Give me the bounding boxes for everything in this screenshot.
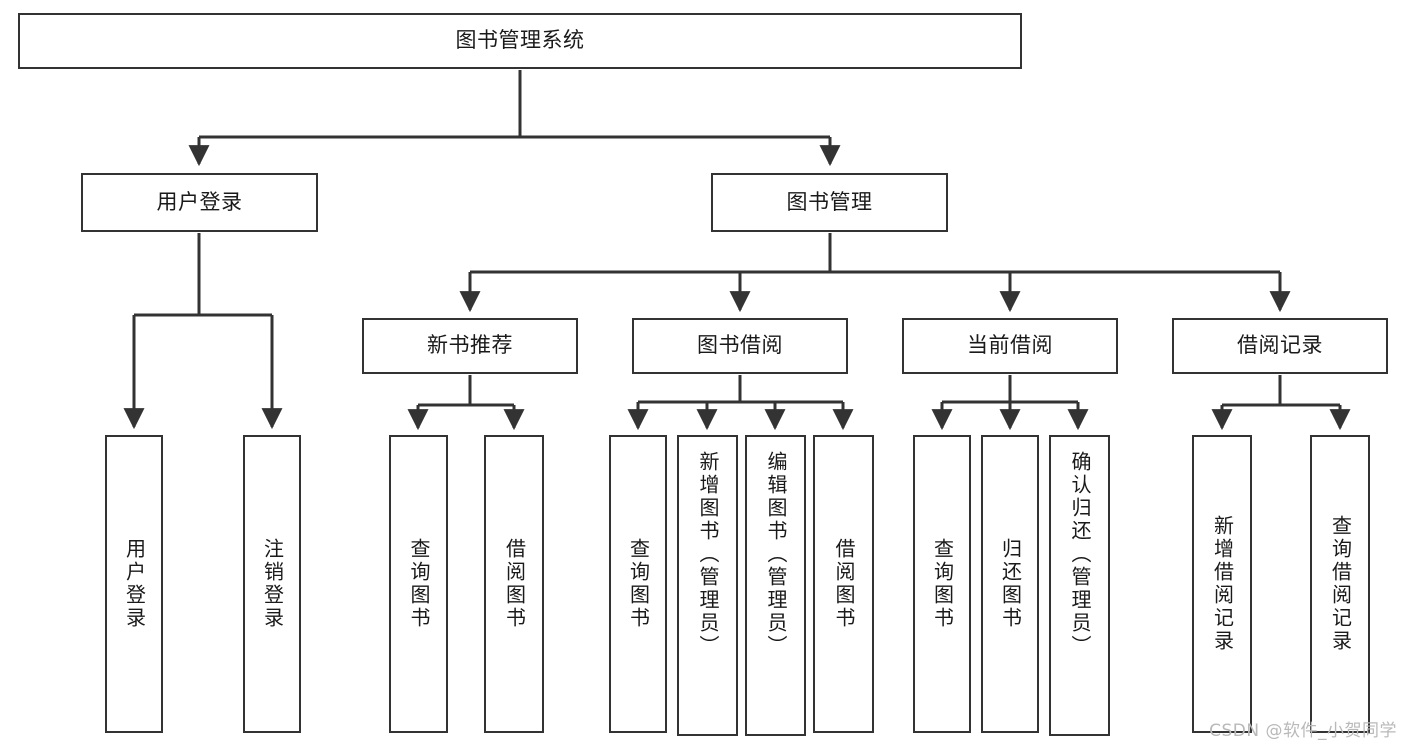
node-user-login-label: 用户登录: [156, 189, 243, 214]
node-leaf-add-book-label: 新增图书（管理员）: [696, 451, 720, 658]
node-borrow-record-label: 借阅记录: [1237, 333, 1323, 358]
node-leaf-borrow-book-1-label: 借阅图书: [502, 538, 527, 630]
node-leaf-confirm-return-label: 确认归还（管理员）: [1068, 451, 1092, 658]
node-book-manage[interactable]: 图书管理: [711, 173, 948, 232]
node-leaf-add-book[interactable]: 新增图书（管理员）: [677, 435, 738, 736]
node-book-manage-label: 图书管理: [786, 189, 873, 214]
node-book-borrow-label: 图书借阅: [697, 333, 783, 358]
node-leaf-query-book-1[interactable]: 查询图书: [389, 435, 448, 733]
node-leaf-edit-book[interactable]: 编辑图书（管理员）: [745, 435, 806, 736]
node-leaf-query-book-3-label: 查询图书: [930, 538, 955, 630]
node-leaf-query-book-3[interactable]: 查询图书: [913, 435, 971, 733]
node-leaf-edit-book-label: 编辑图书（管理员）: [764, 451, 788, 658]
node-new-book-rec-label: 新书推荐: [427, 333, 513, 358]
node-leaf-query-book-1-label: 查询图书: [407, 538, 431, 630]
node-leaf-borrow-book-2[interactable]: 借阅图书: [813, 435, 874, 733]
node-root-label: 图书管理系统: [455, 28, 585, 53]
node-root[interactable]: 图书管理系统: [18, 13, 1022, 69]
node-leaf-logout-label: 注销登录: [260, 538, 285, 630]
node-leaf-return-book-label: 归还图书: [998, 538, 1023, 630]
node-leaf-query-record-label: 查询借阅记录: [1328, 515, 1353, 653]
node-new-book-rec[interactable]: 新书推荐: [362, 318, 578, 374]
node-leaf-borrow-book-2-label: 借阅图书: [832, 538, 856, 630]
node-leaf-add-record-label: 新增借阅记录: [1210, 515, 1235, 653]
node-leaf-return-book[interactable]: 归还图书: [981, 435, 1039, 733]
csdn-watermark: CSDN @软件_小贺同学: [1209, 721, 1397, 741]
node-leaf-user-login-label: 用户登录: [122, 538, 147, 630]
node-leaf-query-book-2[interactable]: 查询图书: [609, 435, 667, 733]
node-leaf-logout[interactable]: 注销登录: [243, 435, 301, 733]
node-book-borrow[interactable]: 图书借阅: [632, 318, 848, 374]
node-user-login[interactable]: 用户登录: [81, 173, 318, 232]
node-leaf-confirm-return[interactable]: 确认归还（管理员）: [1049, 435, 1110, 736]
node-leaf-query-book-2-label: 查询图书: [626, 538, 651, 630]
node-leaf-user-login[interactable]: 用户登录: [105, 435, 163, 733]
node-borrow-record[interactable]: 借阅记录: [1172, 318, 1388, 374]
node-leaf-add-record[interactable]: 新增借阅记录: [1192, 435, 1252, 733]
node-current-borrow[interactable]: 当前借阅: [902, 318, 1118, 374]
node-leaf-borrow-book-1[interactable]: 借阅图书: [484, 435, 544, 733]
node-current-borrow-label: 当前借阅: [967, 333, 1053, 358]
node-leaf-query-record[interactable]: 查询借阅记录: [1310, 435, 1370, 733]
